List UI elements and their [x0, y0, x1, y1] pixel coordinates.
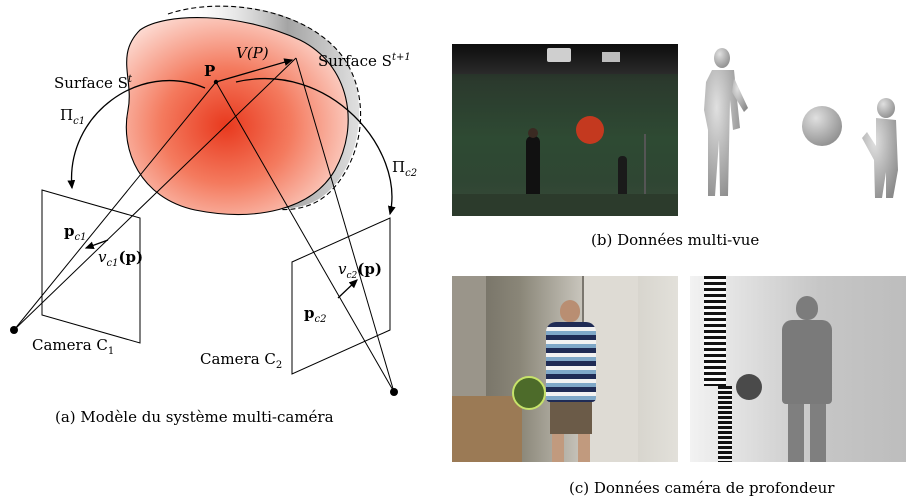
- camera1-image-plane: [41, 189, 141, 344]
- label-p-c2: pc2: [304, 304, 326, 325]
- camera1-center: [10, 326, 18, 334]
- scene-flow-arrow: [215, 58, 294, 83]
- label-surface-t: Surface St: [54, 74, 133, 92]
- point-P-dot: [213, 79, 219, 85]
- surface-t1-outline: [167, 5, 362, 211]
- label-scene-flow: V(P): [236, 44, 269, 62]
- label-camera1: Camera C1: [32, 336, 114, 357]
- depth-camera-rgb-photo: [452, 276, 678, 462]
- caption-b: (b) Données multi-vue: [591, 231, 760, 249]
- camera2-center: [390, 388, 398, 396]
- label-point-P: P: [204, 62, 215, 80]
- label-v-c1: vc1(p): [98, 248, 143, 269]
- caption-c: (c) Données caméra de profondeur: [569, 479, 835, 497]
- label-surface-t1: Surface St+1: [318, 52, 411, 70]
- multiview-studio-photo: [452, 44, 678, 216]
- label-p-c1: pc1: [64, 222, 86, 243]
- caption-a: (a) Modèle du système multi-caméra: [55, 408, 334, 426]
- label-v-c2: vc2(p): [338, 260, 382, 281]
- label-proj-c1: Πc1: [60, 106, 85, 127]
- projection-arc-c1: [67, 79, 206, 190]
- image-flow-c2: [337, 279, 358, 299]
- surface-t: [125, 17, 349, 215]
- camera2-image-plane: [291, 217, 391, 375]
- label-camera2: Camera C2: [200, 350, 282, 371]
- projection-arc-c2: [235, 78, 396, 216]
- label-proj-c2: Πc2: [392, 158, 417, 179]
- image-flow-c1: [84, 239, 109, 249]
- depth-map-image: [690, 276, 906, 462]
